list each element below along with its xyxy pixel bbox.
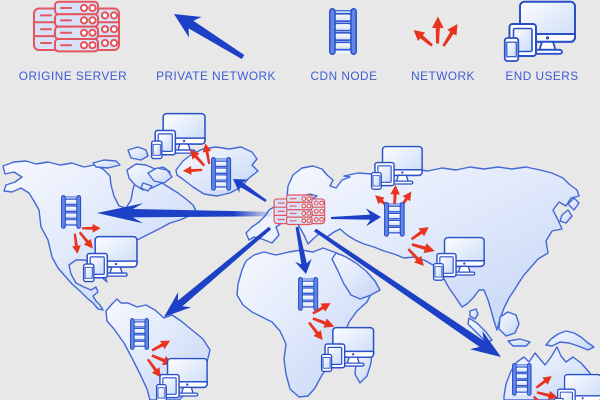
svg-text:END USERS: END USERS [505, 69, 578, 83]
svg-text:PRIVATE NETWORK: PRIVATE NETWORK [156, 69, 276, 83]
svg-text:ORIGINE SERVER: ORIGINE SERVER [19, 69, 127, 83]
svg-text:NETWORK: NETWORK [411, 69, 475, 83]
svg-text:CDN NODE: CDN NODE [311, 69, 378, 83]
